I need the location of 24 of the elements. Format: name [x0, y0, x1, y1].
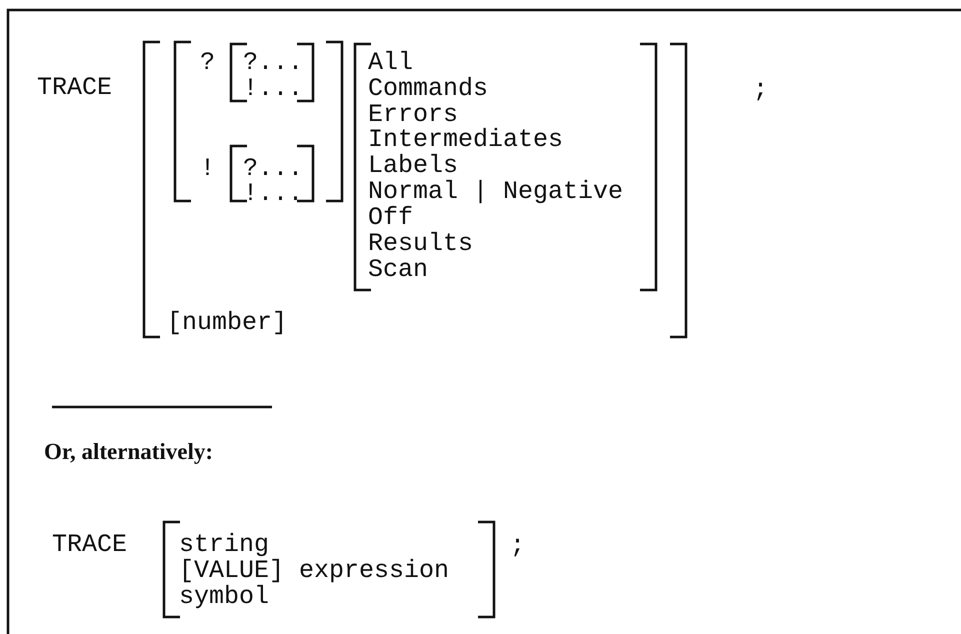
syntax-symbol: !: [200, 156, 216, 182]
option-text: Off: [368, 205, 414, 231]
syntax-symbol: ?: [200, 50, 216, 76]
section-heading: Or, alternatively:: [44, 439, 214, 465]
command-keyword: TRACE: [52, 532, 128, 558]
option-text: [number]: [167, 310, 288, 336]
option-text: string: [179, 532, 270, 558]
option-text: All: [368, 50, 414, 76]
option-text: Normal | Negative: [368, 179, 624, 205]
option-text: Scan: [368, 257, 428, 283]
option-text: Intermediates: [368, 127, 564, 153]
semicolon: ;: [510, 533, 526, 559]
option-text: symbol: [179, 584, 270, 610]
option-text: Errors: [368, 102, 458, 128]
option-text: !...: [243, 76, 304, 102]
option-text: [VALUE] expression: [179, 558, 450, 584]
option-text: Labels: [368, 153, 458, 179]
option-text: Results: [368, 231, 474, 257]
option-text: ?...: [243, 156, 304, 182]
semicolon: ;: [753, 77, 768, 103]
command-keyword: TRACE: [37, 75, 112, 101]
option-text: ?...: [243, 50, 304, 76]
option-text: !...: [243, 181, 304, 207]
option-text: Commands: [368, 76, 488, 102]
